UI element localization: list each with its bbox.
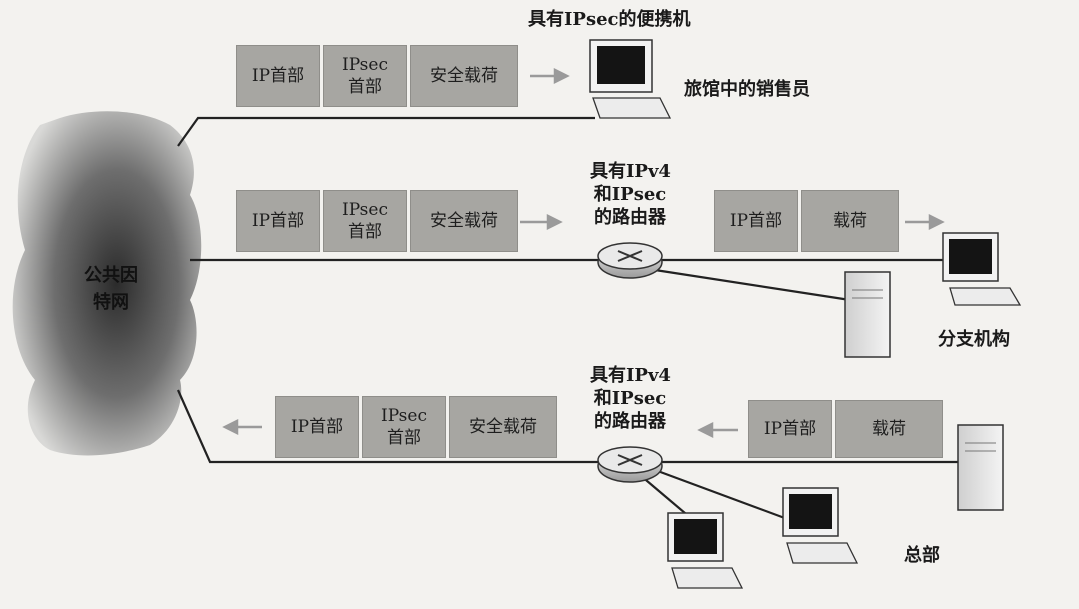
router-line-3: 的路由器 [594,411,666,432]
ipsec-label: IPsec [380,406,427,426]
packet-secure-payload: 安全载荷 [410,190,518,252]
link-branch-server [654,268,851,302]
computer-icon-branch [942,232,1022,306]
router-line-1: 具有IPv4 [590,365,671,386]
packet-secure-payload: 安全载荷 [449,396,557,458]
router-line-1: 具有IPv4 [590,161,671,182]
arrow-right-top [530,67,570,85]
cloud-line-2: 特网 [93,292,129,313]
link-hq-pc2 [654,468,791,522]
arrow-left-hq [697,421,738,439]
ipsec-label: IPsec [341,200,388,220]
packet-secure-payload: 安全载荷 [410,45,518,107]
packet-payload: 载荷 [835,400,943,458]
laptop-title: 具有IPsec的便携机 [528,9,691,30]
hq-label: 总部 [904,545,940,566]
router-icon-middle [597,242,663,279]
arrow-left-bottom [222,418,262,436]
internet-cloud [12,111,202,456]
cloud-line-1: 公共因 [84,265,138,286]
hotel-label: 旅馆中的销售员 [684,79,810,100]
header-label: 首部 [386,428,421,448]
router-line-3: 的路由器 [594,207,666,228]
router-icon-bottom [597,446,663,483]
branch-label: 分支机构 [938,329,1010,350]
router-label-middle: 具有IPv4 和IPsec 的路由器 [590,160,671,229]
internet-cloud-label: 公共因 特网 [76,262,146,316]
packet-ip-header: IP首部 [236,45,320,107]
arrow-right-middle [520,213,563,231]
router-label-bottom: 具有IPv4 和IPsec 的路由器 [590,364,671,433]
header-label: 首部 [347,222,382,242]
link-bottom [176,389,600,464]
computer-icon-hq-1 [667,512,744,589]
server-icon-hq [957,424,1004,511]
server-icon-branch [844,271,891,358]
router-line-2: 和IPsec [593,388,667,409]
packet-ip-header: IP首部 [714,190,798,252]
packet-ip-header: IP首部 [236,190,320,252]
packet-ip-header: IP首部 [275,396,359,458]
computer-icon-top [589,39,672,119]
computer-icon-hq-2 [782,487,859,564]
arrow-right-branch [905,213,945,231]
header-label: 首部 [347,77,382,97]
router-line-2: 和IPsec [593,184,667,205]
packet-ip-header: IP首部 [748,400,832,458]
packet-payload: 载荷 [801,190,899,252]
link-top [177,116,595,147]
ipsec-label: IPsec [341,55,388,75]
